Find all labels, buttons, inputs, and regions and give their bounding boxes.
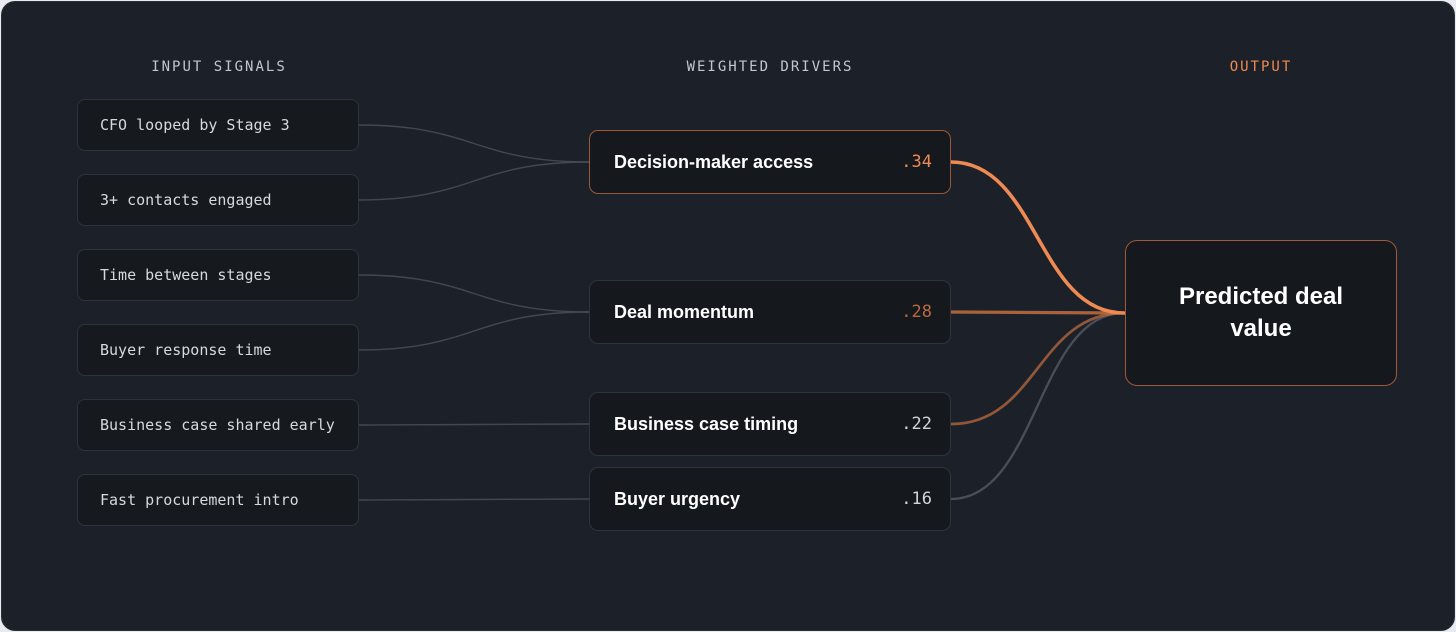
driver-link [949,160,1126,315]
driver-weight: .34 [901,152,932,172]
driver-weight: .16 [901,489,932,509]
driver-name: Business case timing [614,413,799,434]
heading-output: OUTPUT [1229,59,1293,75]
signal-buyer-response-time: Buyer response time [77,324,359,376]
driver-deal-momentum: Deal momentum .28 [589,280,951,344]
driver-link [949,310,1126,315]
signal-label: Buyer response time [100,341,272,359]
signal-link [358,274,590,313]
output-predicted-deal-value: Predicted deal value [1125,240,1397,386]
signal-fast-procurement: Fast procurement intro [77,474,359,526]
signal-contacts-engaged: 3+ contacts engaged [77,174,359,226]
driver-weight: .22 [901,414,932,434]
signal-link [358,161,590,201]
signal-cfo-looped: CFO looped by Stage 3 [77,99,359,151]
driver-buyer-urgency: Buyer urgency .16 [589,467,951,531]
signal-time-between-stages: Time between stages [77,249,359,301]
driver-weight: .28 [901,302,932,322]
driver-link [949,311,1126,426]
signal-link [358,498,590,501]
signal-label: CFO looped by Stage 3 [100,116,290,134]
signal-link [358,311,590,351]
signal-label: 3+ contacts engaged [100,191,272,209]
driver-name: Deal momentum [614,301,755,322]
driver-business-case-timing: Business case timing .22 [589,392,951,456]
driver-name: Decision-maker access [614,151,814,172]
signal-label: Time between stages [100,266,272,284]
signal-label: Fast procurement intro [100,491,299,509]
signal-label: Business case shared early [100,416,335,434]
driver-name: Buyer urgency [614,488,741,509]
output-label: Predicted deal value [1178,283,1344,342]
signal-business-case-shared: Business case shared early [77,399,359,451]
signal-link [358,423,590,426]
signal-link [358,124,590,163]
driver-link [949,311,1126,501]
heading-weighted-drivers: WEIGHTED DRIVERS [686,59,854,75]
heading-input-signals: INPUT SIGNALS [151,59,287,75]
driver-decision-maker-access: Decision-maker access .34 [589,130,951,194]
